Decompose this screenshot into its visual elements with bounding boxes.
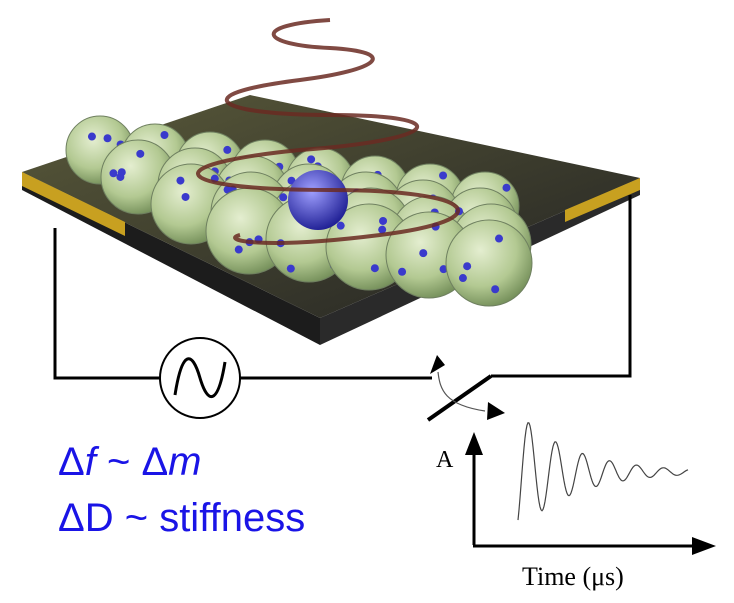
ac-source [159,337,241,419]
particle [181,192,190,201]
particle [160,131,169,140]
coil-helix [196,18,460,245]
dissipation-stiffness-equation: ΔD ~ stiffness [58,496,306,540]
particle [234,245,243,254]
tilde: ~ [95,440,142,484]
particle [87,132,96,141]
delta-symbol: Δ [58,440,85,484]
switch [426,374,493,422]
particle [398,267,407,276]
cell-nucleus [288,170,348,230]
particle [336,221,345,230]
particle [495,234,504,243]
particle [491,285,500,294]
delta-symbol: Δ [141,440,169,484]
left-electrode [22,172,125,236]
y-axis-label: A [436,447,454,473]
decay-waveform [517,421,689,521]
particle [458,274,467,283]
particle [370,264,379,273]
particle [379,216,388,225]
right-electrode [565,178,640,222]
particle [223,145,232,154]
particle [439,265,448,274]
particle [439,171,448,180]
sine-wave-icon [173,357,227,398]
frequency-mass-equation: Δf ~ Δm [58,440,201,485]
cell-sphere [445,219,533,307]
m-symbol: m [168,440,202,484]
particle [117,168,126,177]
particle [502,183,511,192]
particle [463,262,472,271]
particle [109,169,118,178]
circuit-wires [53,195,632,422]
particle [286,264,295,273]
x-axis-label: Time (μs) [522,562,624,591]
response-graph [465,421,716,555]
switch-arrows [430,355,505,420]
particle [378,225,387,234]
f-symbol: f [84,440,96,484]
particle [223,185,232,194]
particle [307,155,316,164]
particle [176,176,185,185]
particle [419,249,428,258]
particle [279,193,288,202]
particle [136,149,145,158]
particle [103,134,112,143]
